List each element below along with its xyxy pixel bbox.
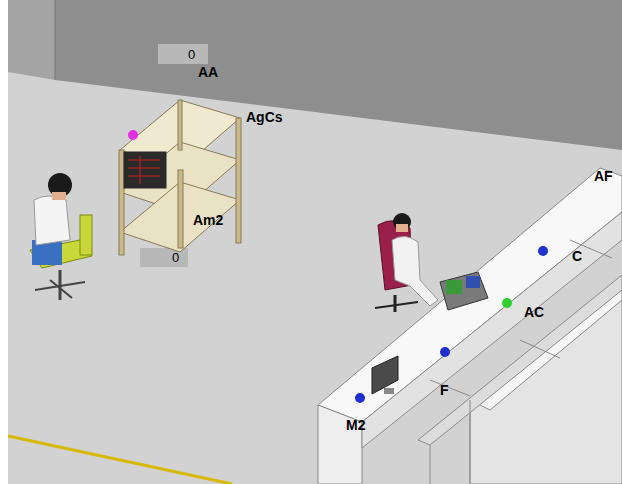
station-label: AA xyxy=(198,65,218,79)
bench xyxy=(318,168,622,484)
station-label: AgCs xyxy=(246,110,283,124)
shelf xyxy=(119,100,241,255)
status-dot xyxy=(440,347,450,357)
station-label: Am2 xyxy=(193,213,223,227)
worker-right xyxy=(375,213,488,312)
floor xyxy=(8,0,622,484)
left-wall xyxy=(8,0,55,80)
monitor xyxy=(372,356,398,394)
status-dot xyxy=(502,298,512,308)
station-label: M2 xyxy=(346,418,365,432)
station-label: AC xyxy=(524,305,544,319)
status-dot xyxy=(128,130,138,140)
counter-value: 0 xyxy=(188,48,195,61)
status-dot xyxy=(538,246,548,256)
worker-left xyxy=(30,173,92,300)
back-wall xyxy=(55,0,622,150)
counter-value: 0 xyxy=(172,251,179,264)
status-dot xyxy=(355,393,365,403)
counter-box xyxy=(158,44,208,64)
floor-line xyxy=(8,436,232,484)
station-label: AF xyxy=(594,169,613,183)
station-label: F xyxy=(440,383,449,397)
station-label: C xyxy=(572,249,582,263)
